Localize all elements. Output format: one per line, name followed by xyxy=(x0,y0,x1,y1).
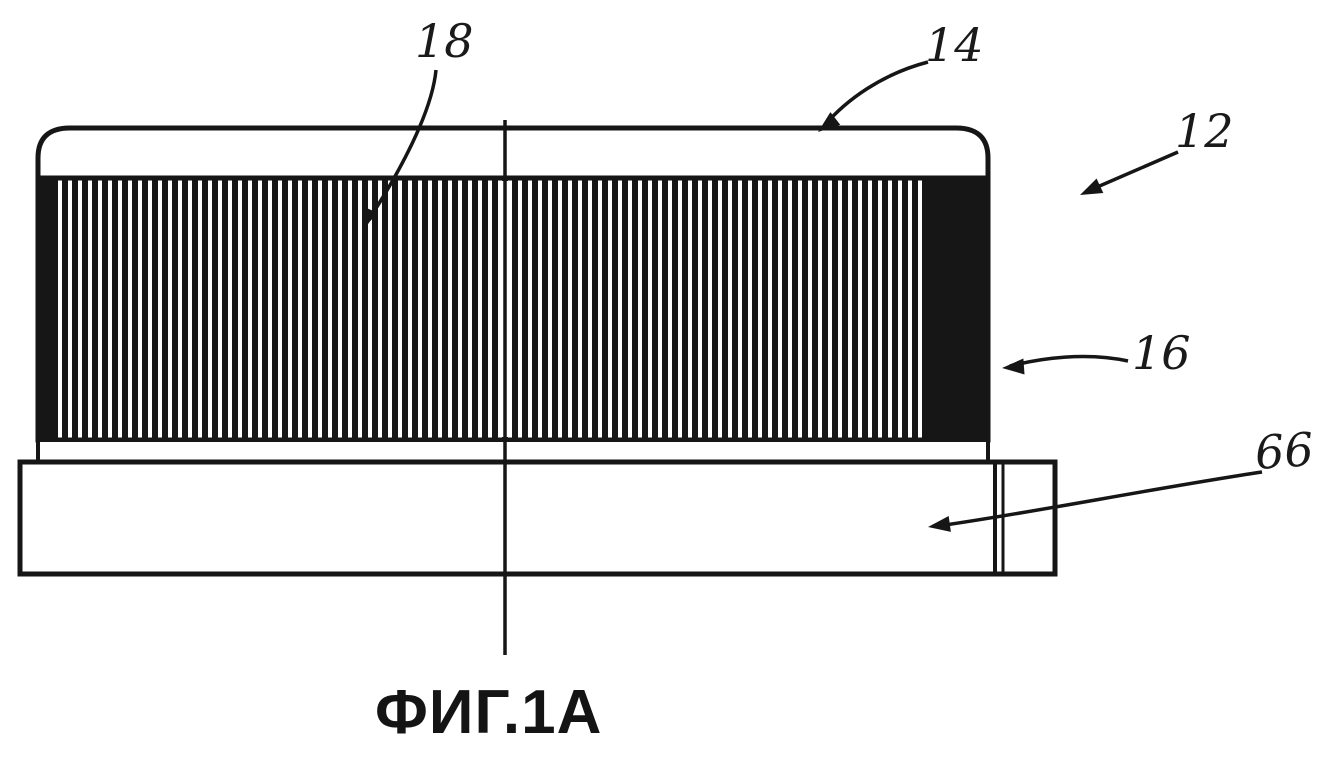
arrowhead-14 xyxy=(818,112,841,132)
leader-line-16 xyxy=(1009,354,1129,368)
leader-line-12 xyxy=(1087,150,1179,193)
leader-line-18 xyxy=(364,69,438,225)
arrowhead-66 xyxy=(928,516,951,532)
figure-caption: ФИГ.1А xyxy=(375,678,603,747)
ref-label-12: 12 xyxy=(1175,104,1234,158)
cap-top-band xyxy=(35,125,991,178)
arrowhead-16 xyxy=(1002,358,1025,375)
skirt-band xyxy=(36,438,990,464)
rib-band xyxy=(35,175,991,443)
leader-line-66 xyxy=(937,470,1263,528)
ref-label-18: 18 xyxy=(415,14,474,68)
rib-band-left-dark-edge xyxy=(40,180,56,438)
arrowhead-12 xyxy=(1080,178,1104,195)
ref-label-16: 16 xyxy=(1132,326,1191,380)
leader-line-14 xyxy=(822,60,929,128)
ref-label-14: 14 xyxy=(925,18,984,72)
flange-band xyxy=(17,459,1058,577)
arrowhead-18 xyxy=(362,206,378,230)
rib-band-right-dark-edge xyxy=(928,180,986,438)
ref-label-66: 66 xyxy=(1253,422,1316,480)
